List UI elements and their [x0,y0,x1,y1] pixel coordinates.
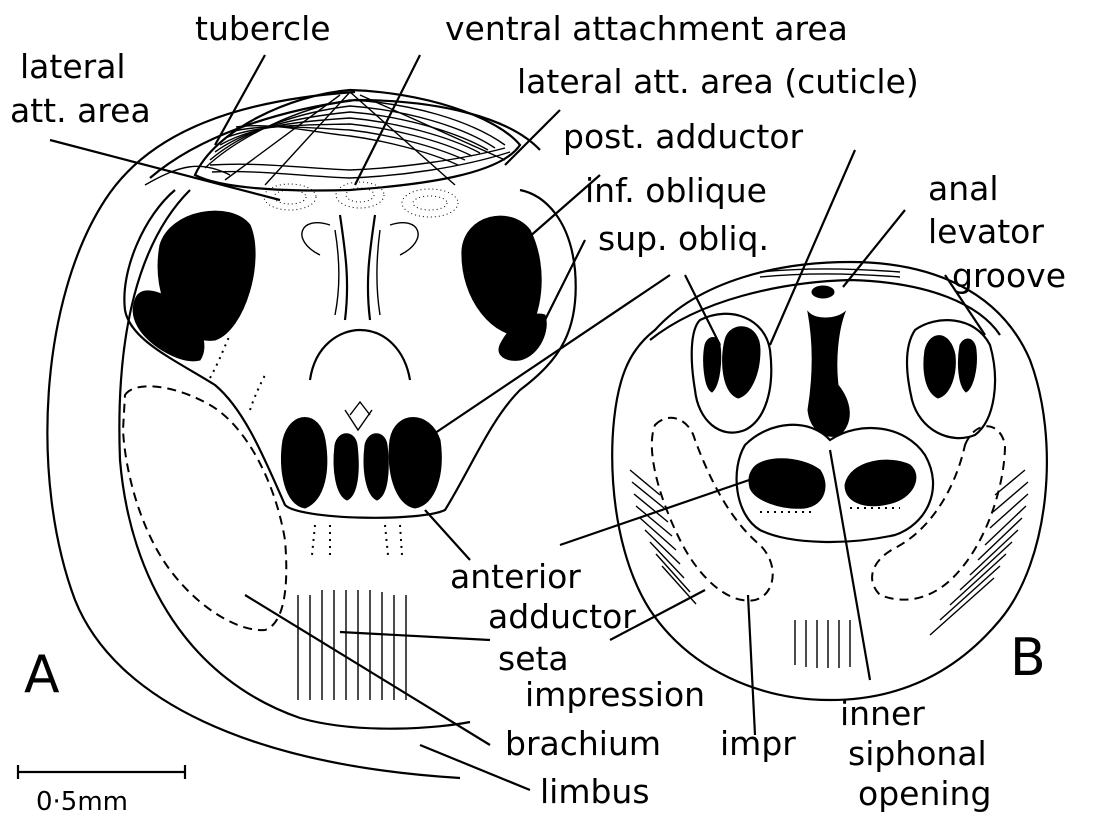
anterior-adductor-right-b [845,460,916,505]
sup-oblique-left-a [334,434,358,500]
figure-b [612,262,1047,700]
figure-a [47,90,575,778]
label-ventral-attachment-area: ventral attachment area [445,9,848,48]
label-impression: impression [525,675,705,714]
anterior-adductor-right [389,418,441,509]
seta-impression-a [298,525,406,700]
figure-letter-b: B [1010,628,1046,688]
label-sup-obliq: sup. obliq. [598,219,769,258]
brachial-impression-b-left [652,418,773,601]
anterior-adductor-left [281,418,326,509]
post-adductor-left-b [723,327,760,398]
post-adductor-right-b [924,336,955,398]
label-siphonal: siphonal [848,734,987,773]
scale-bar: 0·5mm [18,765,185,816]
label-lateral-att-area-cuticle: lateral att. area (cuticle) [517,62,919,101]
central-septum [340,215,375,320]
sup-oblique-right-a [364,434,388,500]
label-brachium: brachium [505,724,661,763]
label-levator: levator [928,212,1044,251]
scale-bar-label: 0·5mm [36,787,128,816]
label-groove: groove [952,256,1066,295]
label-inf-oblique: inf. oblique [585,171,767,210]
label-post-adductor: post. adductor [563,117,804,156]
label-seta: seta [498,639,569,678]
label-anterior: anterior [450,557,581,596]
label-lateral-att-area-1: lateral [20,47,126,86]
dorsal-band [150,100,540,178]
tubercle-body [195,90,520,190]
inf-oblique-right-b [958,339,976,392]
label-limbus: limbus [540,772,650,811]
label-lateral-att-area-2: att. area [10,91,151,130]
ventral-attachment-stipple [264,182,458,217]
brachial-impression-a [123,386,286,630]
anterior-adductor-left-b [749,459,825,509]
figure-letter-a: A [24,645,60,705]
anal-levator-mark [812,286,834,298]
label-adductor: adductor [488,597,636,636]
siphon-column [808,312,849,436]
label-inner: inner [840,694,925,733]
inf-oblique-left-b [704,338,721,393]
label-tubercle: tubercle [195,9,331,48]
label-opening: opening [858,774,991,813]
label-anal: anal [928,169,999,208]
label-impr: impr [720,724,796,763]
